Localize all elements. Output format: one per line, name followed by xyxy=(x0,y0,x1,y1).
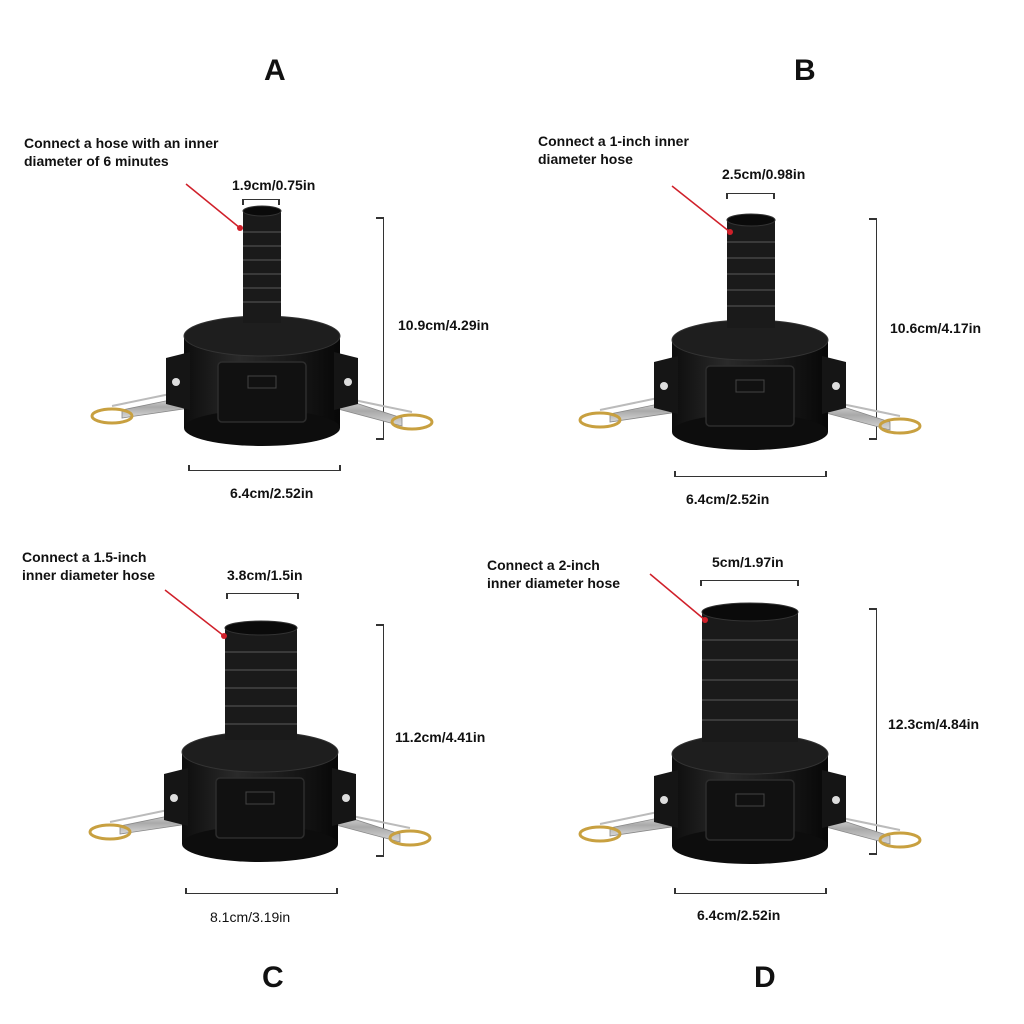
hose-barb-a xyxy=(242,205,282,323)
panel-b-top-dimension: 2.5cm/0.98in xyxy=(722,166,806,182)
panel-a-top-dimension: 1.9cm/0.75in xyxy=(232,177,316,193)
panel-a-width-dimension: 6.4cm/2.52in xyxy=(230,485,314,501)
panel-letter-a: A xyxy=(264,54,286,87)
panel-d-note: Connect a 2-inch inner diameter hose xyxy=(487,557,621,591)
panel-d-top-dimension: 5cm/1.97in xyxy=(712,554,784,570)
panel-c-height-dimension: 11.2cm/4.41in xyxy=(395,729,486,745)
hose-barb-d xyxy=(701,602,799,742)
hose-barb-b xyxy=(726,213,776,328)
panel-c-width-dimension: 8.1cm/3.19in xyxy=(210,909,291,925)
hose-barb-c xyxy=(224,620,298,740)
panel-b-width-dimension: 6.4cm/2.52in xyxy=(686,491,770,507)
panel-c-top-dimension: 3.8cm/1.5in xyxy=(227,567,303,583)
panel-c-note: Connect a 1.5-inch inner diameter hose xyxy=(22,549,156,583)
panel-a-height-dimension: 10.9cm/4.29in xyxy=(398,317,490,333)
panel-d-height-dimension: 12.3cm/4.84in xyxy=(888,716,980,732)
panel-a-note: Connect a hose with an inner diameter of… xyxy=(24,135,219,169)
panel-b-note: Connect a 1-inch inner diameter hose xyxy=(538,133,689,167)
panel-d-width-dimension: 6.4cm/2.52in xyxy=(697,907,781,923)
panel-b-height-dimension: 10.6cm/4.17in xyxy=(890,320,982,336)
panel-letter-c: C xyxy=(262,961,284,994)
panel-letter-b: B xyxy=(794,54,816,87)
panel-letter-d: D xyxy=(754,961,776,994)
